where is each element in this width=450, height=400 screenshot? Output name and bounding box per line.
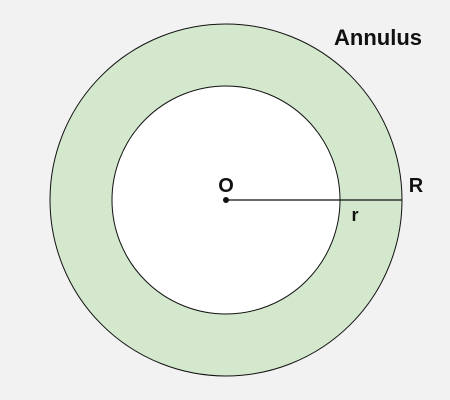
- inner-radius-label: r: [351, 205, 358, 225]
- outer-radius-label: R: [409, 175, 424, 197]
- diagram-title: Annulus: [334, 25, 422, 50]
- center-point: [223, 197, 229, 203]
- center-label: O: [218, 175, 234, 197]
